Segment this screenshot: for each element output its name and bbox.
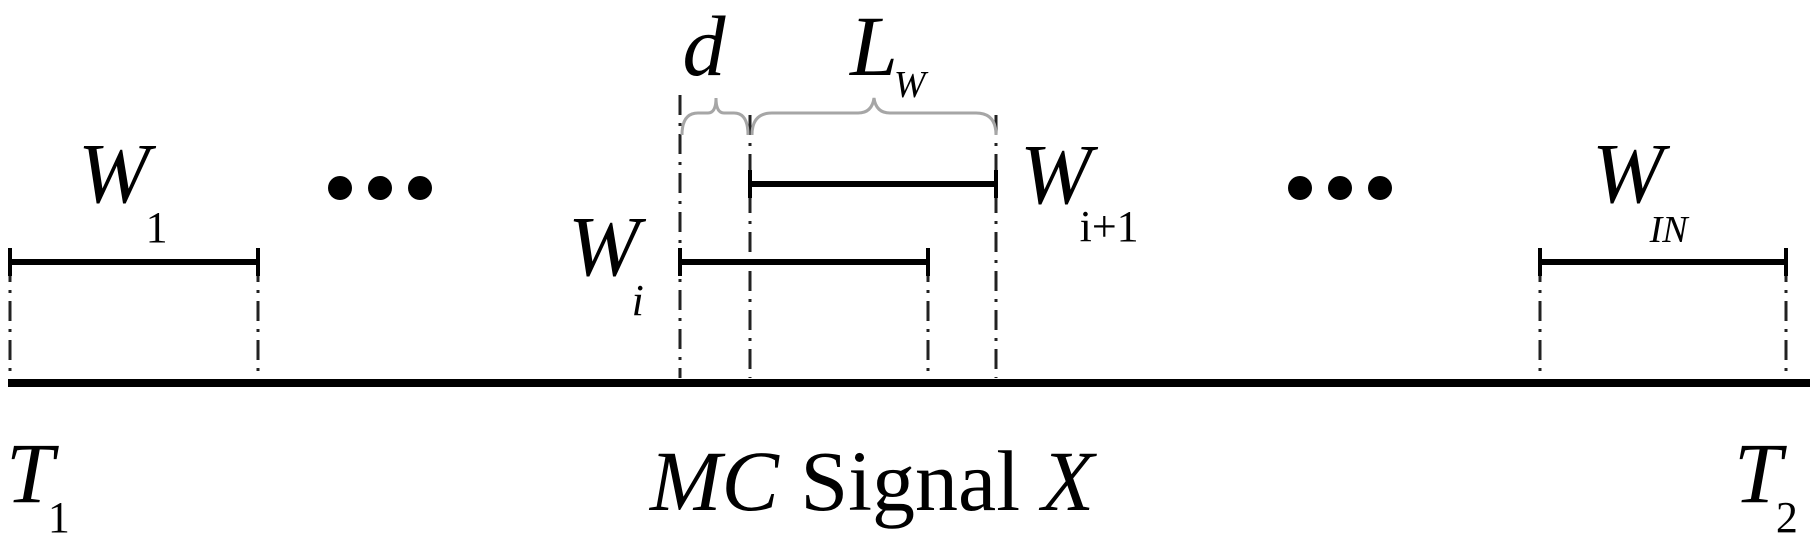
- label-lw: LW: [848, 0, 929, 106]
- label-t2: T2: [1734, 425, 1798, 542]
- ellipsis-left: [328, 176, 432, 200]
- window-wi1: [748, 170, 998, 198]
- brace-lw: [750, 97, 998, 136]
- ellipsis-right: [1288, 176, 1392, 200]
- window-win: [1538, 248, 1788, 276]
- window-wi: [678, 248, 930, 276]
- label-signal: MC Signal X: [648, 433, 1098, 529]
- label-t1: T1: [6, 425, 70, 542]
- window-w1: [8, 248, 260, 276]
- label-d: d: [683, 0, 727, 94]
- guide-lines: [8, 95, 1788, 378]
- brace-d: [680, 97, 750, 136]
